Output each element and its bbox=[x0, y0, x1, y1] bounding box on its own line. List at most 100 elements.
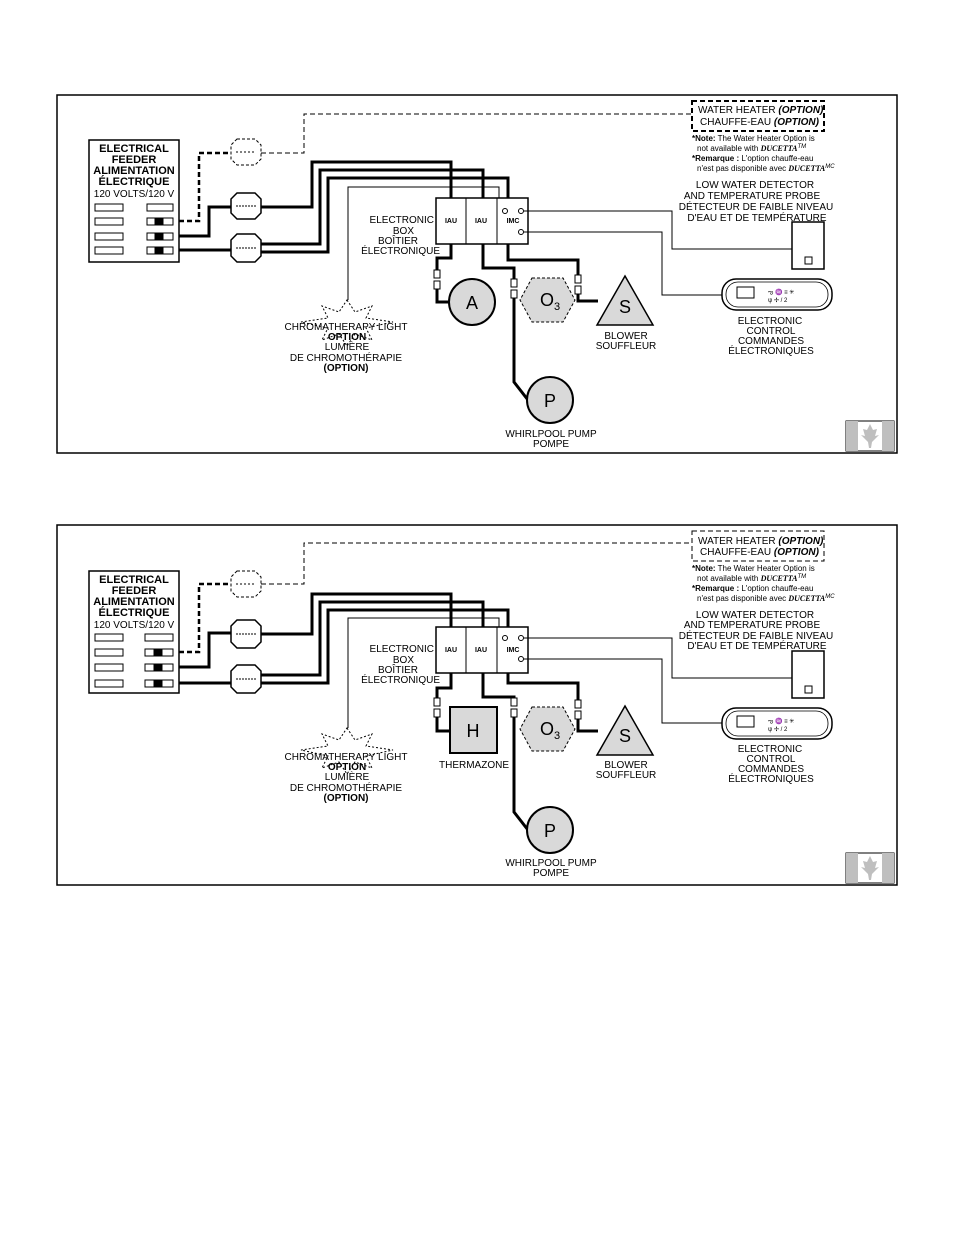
wire-out-1 bbox=[261, 160, 453, 209]
water-heater-option-fr: (OPTION) bbox=[774, 117, 820, 128]
feeder-title-4: ÉLECTRIQUE bbox=[99, 606, 170, 619]
feeder-voltage: 120 VOLTS/120 V bbox=[94, 189, 175, 200]
wire-out-3 bbox=[261, 608, 510, 685]
water-heater-option: (OPTION) bbox=[778, 536, 824, 547]
water-heater-option: (OPTION) bbox=[778, 105, 824, 116]
pump-symbol: P bbox=[544, 821, 556, 841]
low-water-label-2: AND TEMPERATURE PROBE bbox=[684, 620, 821, 631]
electronic-box: IAU IAU IMC bbox=[435, 626, 529, 674]
chromo-label-2: OPTION bbox=[328, 332, 366, 343]
electronic-control-panel: ఌ ♒ ≡ ✳ ψ ✢ / 2 bbox=[721, 278, 833, 311]
control-label-2: CONTROL bbox=[747, 754, 796, 765]
electronic-box-label-3: BOÎTIER bbox=[378, 663, 418, 676]
wire-feed-1 bbox=[179, 205, 231, 238]
module-iau-1: IAU bbox=[445, 218, 457, 225]
chromotherapy-light bbox=[300, 727, 394, 775]
wire-bus-heater bbox=[435, 673, 453, 698]
low-water-label-4: D'EAU ET DE TEMPÉRATURE bbox=[687, 639, 826, 652]
wire-out-3 bbox=[261, 176, 510, 254]
svg-text:CHAUFFE-EAU (OPTION): CHAUFFE-EAU (OPTION) bbox=[700, 117, 820, 128]
feeder-title-3: ALIMENTATION bbox=[93, 596, 175, 608]
whirlpool-pump bbox=[526, 376, 574, 424]
whirlpool-pump bbox=[526, 806, 574, 854]
breakers bbox=[94, 203, 174, 255]
chromo-label-3: LUMIÈRE bbox=[325, 340, 370, 353]
module-iau-2: IAU bbox=[475, 647, 487, 654]
wire-bus-main bbox=[481, 244, 516, 279]
control-label-4: ÉLECTRONIQUES bbox=[728, 344, 814, 357]
low-water-label-2: AND TEMPERATURE PROBE bbox=[684, 191, 821, 202]
electrical-feeder-panel bbox=[88, 139, 180, 263]
water-heater-box bbox=[691, 530, 825, 562]
chromo-label-2: OPTION bbox=[328, 762, 366, 773]
wire-heater-feed bbox=[179, 151, 231, 223]
water-heater-label: WATER HEATER bbox=[698, 105, 776, 116]
note-line-4: n'est pas disponible avec DUCETTAMC bbox=[697, 164, 835, 173]
diagram-frame bbox=[56, 524, 898, 886]
svg-text:WATER HEATER (OPTION): WATER HEATER (OPTION) bbox=[698, 105, 824, 116]
water-heater-box bbox=[691, 100, 825, 132]
wiring-diagram-1: WATER HEATER (OPTION) CHAUFFE-EAU (OPTIO… bbox=[56, 94, 898, 454]
heater-symbol: H bbox=[467, 721, 480, 741]
wire-water-heater bbox=[261, 542, 692, 585]
control-icons: ఌ ♒ ≡ ✳ bbox=[768, 717, 794, 725]
wire-bus-blower bbox=[506, 244, 580, 275]
note-line-2: not available with DUCETTATM bbox=[697, 144, 806, 153]
chromotherapy-light bbox=[300, 299, 394, 347]
svg-text:ψ ✢ / 2: ψ ✢ / 2 bbox=[768, 726, 788, 733]
module-iau-2: IAU bbox=[475, 218, 487, 225]
note-line-4: n'est pas disponible avec DUCETTAMC bbox=[697, 594, 835, 603]
wire-low-water bbox=[524, 637, 792, 679]
blower bbox=[595, 704, 655, 756]
blower-label: BLOWER bbox=[604, 760, 647, 771]
note-line-3: *Remarque : L'option chauffe-eau bbox=[692, 154, 813, 163]
feeder-title-3: ALIMENTATION bbox=[93, 165, 175, 177]
chromo-label-1: CHROMATHERAPY LIGHT bbox=[285, 752, 408, 763]
low-water-label-1: LOW WATER DETECTOR bbox=[696, 610, 814, 621]
ozone-generator bbox=[519, 277, 576, 323]
module-imc: IMC bbox=[507, 647, 520, 654]
diagram-frame bbox=[56, 94, 898, 454]
pump-label: WHIRLPOOL PUMP bbox=[505, 858, 597, 869]
control-label-1: ELECTRONIC bbox=[738, 316, 802, 327]
blower bbox=[595, 274, 655, 326]
wire-chromo bbox=[347, 186, 500, 300]
wire-low-water bbox=[524, 210, 792, 250]
wiring-diagram-2: WATER HEATER (OPTION) CHAUFFE-EAU (OPTIO… bbox=[56, 524, 898, 886]
water-heater-label-fr: CHAUFFE-EAU bbox=[700, 117, 771, 128]
blower-label-fr: SOUFFLEUR bbox=[596, 770, 657, 781]
control-label-2: CONTROL bbox=[747, 326, 796, 337]
chromo-label-1: CHROMATHERAPY LIGHT bbox=[285, 322, 408, 333]
electronic-box-label-1: ELECTRONIC bbox=[370, 644, 434, 655]
note-line-1: *Note: The Water Heater Option is bbox=[692, 564, 815, 573]
wire-bus-a bbox=[435, 244, 453, 270]
wire-out-1 bbox=[261, 592, 453, 636]
canada-flag-icon bbox=[845, 852, 895, 884]
chromo-label-3: LUMIÈRE bbox=[325, 770, 370, 783]
electronic-box: IAU IAU IMC bbox=[435, 197, 529, 245]
module-imc: IMC bbox=[507, 218, 520, 225]
wire-water-heater bbox=[261, 113, 692, 154]
control-label-3: COMMANDES bbox=[738, 336, 804, 347]
blower-label: BLOWER bbox=[604, 331, 647, 342]
feeder-title-1: ELECTRICAL bbox=[99, 143, 169, 155]
feeder-title-1: ELECTRICAL bbox=[99, 574, 169, 586]
wire-bus-blower bbox=[506, 673, 580, 700]
wire-chromo bbox=[347, 617, 500, 728]
control-label-1: ELECTRONIC bbox=[738, 744, 802, 755]
pump-label-fr: POMPE bbox=[533, 439, 569, 450]
note-line-3: *Remarque : L'option chauffe-eau bbox=[692, 584, 813, 593]
note-line-1: *Note: The Water Heater Option is bbox=[692, 134, 815, 143]
electronic-box-label-4: ÉLECTRONIQUE bbox=[361, 244, 440, 257]
low-water-detector bbox=[791, 221, 825, 270]
feeder-title-2: FEEDER bbox=[112, 154, 157, 166]
blower-label-fr: SOUFFLEUR bbox=[596, 341, 657, 352]
feeder-title-4: ÉLECTRIQUE bbox=[99, 175, 170, 188]
wire-control bbox=[524, 231, 722, 296]
breakers bbox=[94, 633, 174, 688]
gfci-breaker-optional bbox=[230, 570, 262, 598]
water-heater-label: WATER HEATER bbox=[698, 536, 776, 547]
electronic-box-label-3: BOÎTIER bbox=[378, 234, 418, 247]
wire-control bbox=[524, 658, 722, 724]
chromo-label-4: DE CHROMOTHÉRAPIE bbox=[290, 351, 403, 364]
